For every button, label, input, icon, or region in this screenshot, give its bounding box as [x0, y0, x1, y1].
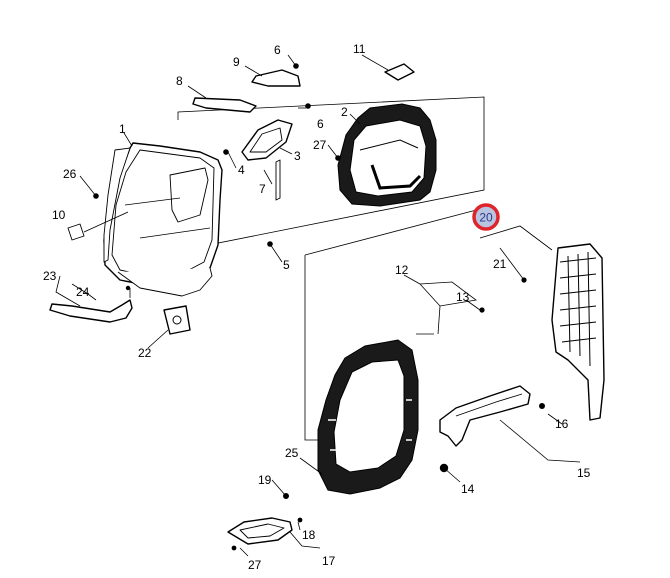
callout-label-2: 2 [341, 105, 348, 119]
trim-strip-9 [251, 69, 301, 87]
callout-label-20: 20 [479, 211, 493, 225]
lower-trim-23 [49, 299, 133, 323]
callout-label-23: 23 [43, 269, 57, 283]
callout-label-13: 13 [456, 290, 470, 304]
trim-strip-8 [192, 97, 257, 113]
callout-label-17: 17 [322, 554, 336, 568]
callout-label-18: 18 [302, 528, 316, 542]
callout-label-10: 10 [52, 208, 66, 222]
callout-label-25: 25 [285, 446, 299, 460]
pin-7 [275, 159, 281, 201]
callout-label-22: 22 [138, 346, 152, 360]
callout-label-12: 12 [395, 263, 409, 277]
assembly-plane-lower [304, 255, 320, 441]
callout-highlight-20[interactable]: 20 [472, 203, 500, 231]
mounting-bracket-25 [317, 339, 419, 495]
foam-pad-11 [384, 63, 415, 81]
callout-label-4: 4 [238, 163, 245, 177]
highlight-ring [472, 203, 500, 231]
callout-label-27-bottom: 27 [248, 558, 262, 572]
headlamp-assembly [103, 142, 223, 297]
callout-label-14: 14 [461, 482, 475, 496]
grille-panel-20 [551, 243, 605, 421]
headlamp-inner-bezel [337, 103, 437, 207]
callout-label-1: 1 [119, 122, 126, 136]
callout-label-8: 8 [176, 74, 183, 88]
callout-label-7: 7 [259, 182, 266, 196]
callout-label-16: 16 [555, 417, 569, 431]
callout-label-27-mid: 27 [313, 138, 327, 152]
support-rail-15 [439, 385, 531, 447]
callout-label-26: 26 [63, 167, 77, 181]
fastener-dots [93, 63, 545, 551]
assembly-plane-lower-top [304, 207, 485, 256]
callout-label-11: 11 [353, 42, 366, 56]
callout-label-5: 5 [283, 258, 290, 272]
callout-label-3: 3 [294, 149, 301, 163]
callout-label-6-top: 6 [274, 43, 281, 57]
leader-lines [55, 54, 581, 557]
callout-label-19: 19 [258, 473, 272, 487]
callout-labels: 1 2 3 4 5 6 6 7 8 9 10 11 12 13 14 15 16… [43, 42, 591, 572]
callout-label-9: 9 [233, 55, 240, 69]
clip-10 [67, 223, 85, 241]
callout-label-15: 15 [577, 466, 591, 480]
callout-label-24: 24 [76, 285, 90, 299]
callout-label-21: 21 [493, 257, 507, 271]
callout-label-6-mid: 6 [317, 117, 324, 131]
